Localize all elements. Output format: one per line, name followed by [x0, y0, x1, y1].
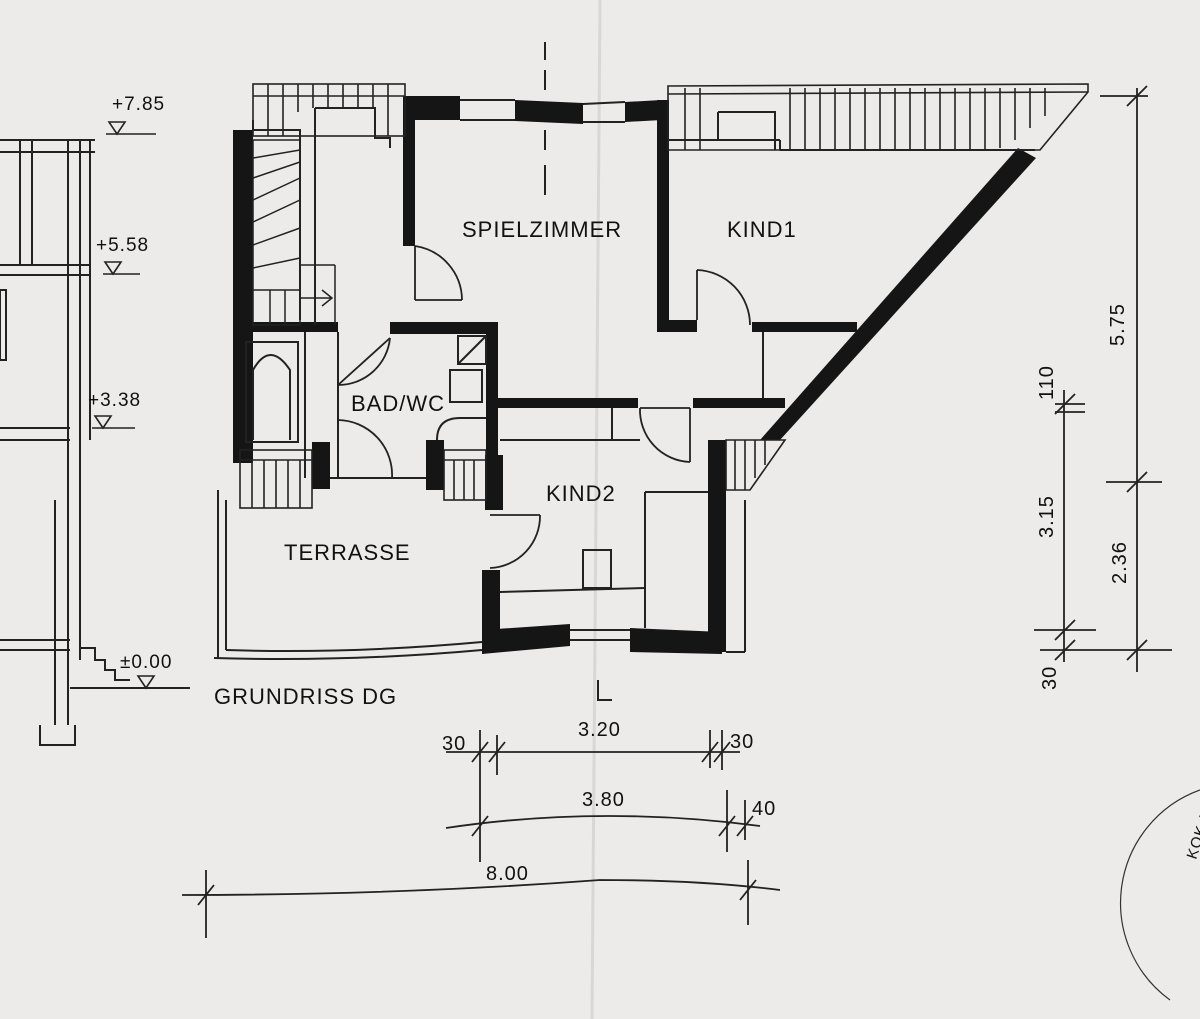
dim-30-left-label: 30 — [442, 733, 466, 755]
dim-40-label: 40 — [752, 798, 776, 820]
dim-110-label: 110 — [1036, 365, 1058, 400]
level-338-label: +3.38 — [88, 390, 141, 411]
level-markers — [92, 121, 170, 690]
room-kind2-label: KIND2 — [546, 481, 616, 506]
room-terrasse-label: TERRASSE — [284, 540, 411, 565]
stamp-text: KOK·BAYERIS — [1184, 750, 1200, 861]
level-000-label: ±0.00 — [120, 652, 172, 673]
staircase — [252, 139, 336, 326]
thin-lines — [213, 99, 1035, 660]
dimension-lines-right — [1034, 85, 1172, 672]
dim-800-label: 8.00 — [486, 863, 529, 885]
dim-320-label: 3.20 — [578, 719, 621, 741]
dim-30-right-label: 30 — [1039, 666, 1061, 690]
floor-plan — [213, 42, 1089, 701]
dim-236-label: 2.36 — [1109, 541, 1131, 584]
walls — [233, 96, 1036, 654]
room-spielzimmer-label: SPIELZIMMER — [462, 217, 622, 242]
room-bad-label: BAD/WC — [351, 391, 445, 416]
section-view — [0, 139, 190, 746]
dim-380-label: 3.80 — [582, 789, 625, 811]
paper-fold-line — [590, 0, 602, 1019]
drawing-title: GRUNDRISS DG — [214, 684, 397, 709]
stamp-partial: KOK·BAYERIS — [1120, 750, 1200, 1001]
dim-575-label: 5.75 — [1107, 303, 1129, 346]
dim-30-top-right-label: 30 — [730, 731, 754, 753]
door-swings — [337, 245, 751, 569]
room-kind1-label: KIND1 — [727, 217, 797, 242]
axis-line — [544, 42, 612, 701]
railings — [239, 83, 1089, 509]
level-558-label: +5.58 — [96, 235, 149, 256]
level-785-label: +7.85 — [112, 94, 165, 115]
dimension-lines-bottom — [181, 730, 781, 938]
dim-315-label: 3.15 — [1036, 495, 1058, 538]
